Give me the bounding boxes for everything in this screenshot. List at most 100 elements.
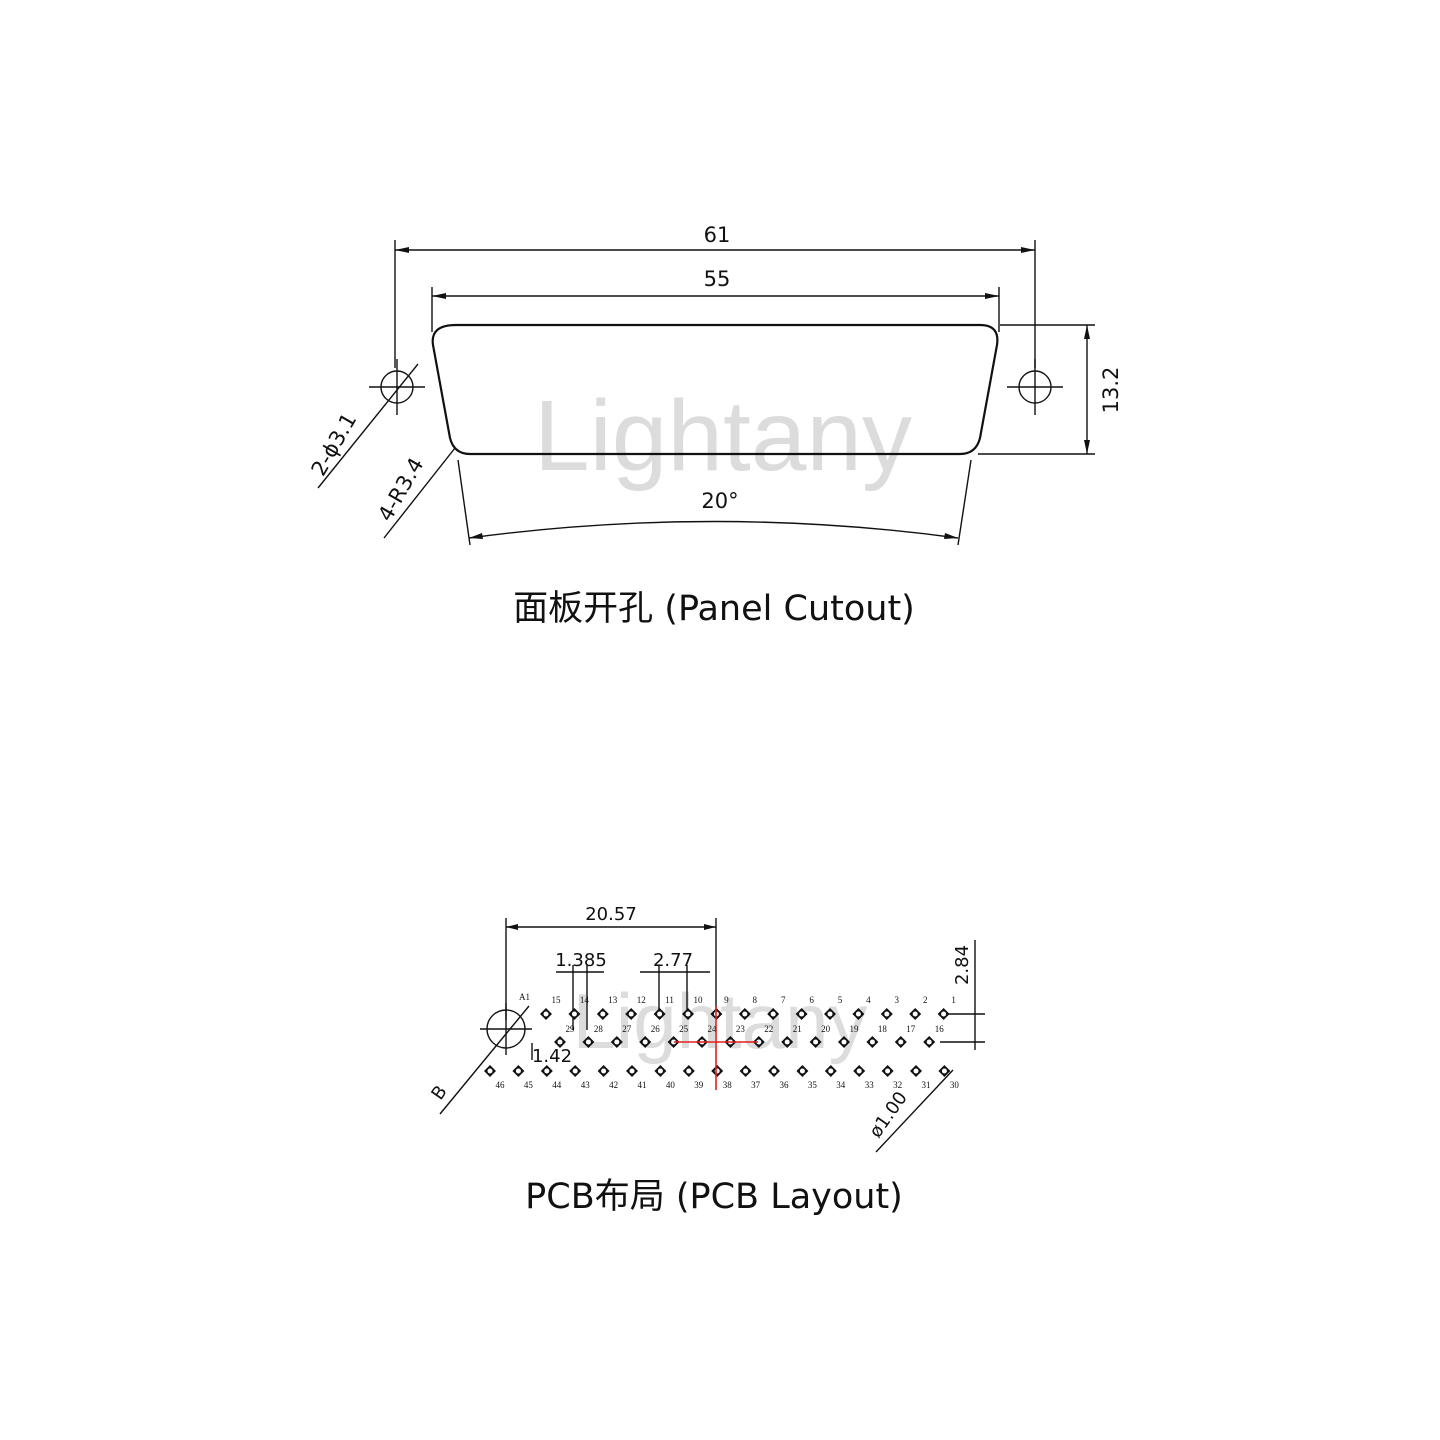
pin-hole	[540, 1065, 553, 1077]
pin-number: 28	[594, 1024, 604, 1034]
pin-hole	[554, 1036, 566, 1048]
dimension-overall-width: 61	[394, 223, 1036, 368]
pin-hole	[711, 1065, 724, 1077]
dim-61-label: 61	[704, 223, 731, 247]
dim-1-385-label: 1.385	[555, 950, 607, 971]
pin-hole	[596, 1008, 609, 1020]
pin-hole	[738, 1008, 751, 1020]
mounting-hole-left	[369, 359, 425, 415]
angle-label: 20°	[701, 489, 738, 513]
hole-diameter-label: ø1.00	[865, 1088, 912, 1142]
pin-number: 8	[753, 995, 758, 1005]
pin-hole	[824, 1008, 836, 1020]
pin-hole	[568, 1008, 581, 1020]
pin-number: 14	[580, 995, 590, 1005]
d-cutout-outline	[431, 323, 999, 456]
radius-callout: 4-R3.4	[373, 454, 428, 526]
dim-2-77-label: 2.77	[653, 950, 693, 971]
dim-55-label: 55	[704, 267, 731, 291]
pin-hole	[853, 1065, 866, 1077]
pin-number: 31	[922, 1080, 931, 1090]
pin-hole	[582, 1036, 595, 1048]
pin-hole	[625, 1008, 638, 1020]
pin-hole	[781, 1036, 794, 1048]
pin-number: 2	[923, 995, 928, 1005]
pin-number: 33	[865, 1080, 875, 1090]
pin-hole	[739, 1065, 752, 1077]
watermark-pcb: Lightany	[573, 977, 868, 1065]
pin-hole	[484, 1065, 496, 1077]
pin-hole	[597, 1065, 610, 1077]
pin-number: 26	[651, 1024, 661, 1034]
radius-leader: 4-R3.4	[373, 447, 456, 539]
pin-hole	[923, 1036, 936, 1048]
pin-number: 37	[751, 1080, 761, 1090]
panel-cutout-view: Lightany 61	[306, 223, 1123, 629]
dim-20-57-label: 20.57	[585, 904, 637, 925]
dimension-half-pitch: 1.385	[555, 950, 607, 1030]
pin-hole	[938, 1065, 951, 1077]
dimension-cutout-width: 55	[431, 267, 1000, 332]
pin-number: 41	[638, 1080, 647, 1090]
pin-number: 38	[723, 1080, 733, 1090]
pin-number: 34	[836, 1080, 846, 1090]
pin-hole	[667, 1036, 680, 1048]
pin-number: 7	[781, 995, 786, 1005]
pin-number: 3	[895, 995, 900, 1005]
pin-hole	[880, 1008, 893, 1020]
pin-hole	[910, 1065, 922, 1077]
hole-diameter-leader: ø1.00	[865, 1069, 954, 1153]
pin-number: 23	[736, 1024, 746, 1034]
pin-hole	[682, 1008, 694, 1020]
pin-number: 44	[552, 1080, 562, 1090]
pin-hole	[653, 1008, 666, 1020]
pin-number: 43	[581, 1080, 591, 1090]
pin-hole	[512, 1065, 525, 1077]
watermark: Lightany	[534, 380, 912, 492]
pin-number: 12	[637, 995, 646, 1005]
pin-hole	[610, 1036, 623, 1048]
pin-number: 11	[665, 995, 674, 1005]
a1-label: A1	[519, 992, 530, 1002]
mounting-hole-right	[1007, 359, 1063, 415]
pin-hole	[626, 1065, 638, 1077]
pin-hole	[838, 1036, 850, 1048]
pin-hole	[767, 1008, 780, 1020]
pin-number: 5	[838, 995, 843, 1005]
dimension-pitch: 2.77	[640, 950, 710, 1015]
pin-number: 36	[780, 1080, 790, 1090]
pin-number: 46	[496, 1080, 506, 1090]
pcb-layout-view: Lightany 20.57 1.385 2.77	[427, 904, 985, 1217]
pin-number: 35	[808, 1080, 818, 1090]
pin-number: 22	[764, 1024, 773, 1034]
pin-grid	[484, 1008, 951, 1077]
pin-hole	[654, 1065, 667, 1077]
pin-hole	[809, 1036, 822, 1048]
pin-number: 17	[906, 1024, 916, 1034]
pin-number: 30	[950, 1080, 960, 1090]
pin-number: 19	[850, 1024, 860, 1034]
pin-hole	[540, 1008, 552, 1020]
pin-hole	[796, 1065, 809, 1077]
pin-number: 27	[622, 1024, 632, 1034]
panel-caption: 面板开孔 (Panel Cutout)	[513, 589, 915, 629]
pin-number: 16	[935, 1024, 945, 1034]
pin-number: 42	[609, 1080, 618, 1090]
pin-hole	[569, 1065, 582, 1077]
pin-number: 1	[951, 995, 956, 1005]
dim-1-42-label: 1.42	[532, 1046, 572, 1067]
pin-hole	[682, 1065, 695, 1077]
pin-hole	[909, 1008, 922, 1020]
pin-number: 4	[866, 995, 871, 1005]
pin-number: 21	[793, 1024, 802, 1034]
pin-hole	[752, 1036, 765, 1048]
dim-13-2-label: 13.2	[1099, 367, 1123, 414]
pin-number: 45	[524, 1080, 534, 1090]
pin-number: 6	[809, 995, 814, 1005]
pitch-highlight	[674, 1006, 758, 1090]
pin-hole	[824, 1065, 837, 1077]
pin-hole	[768, 1065, 780, 1077]
pin-number: 10	[694, 995, 704, 1005]
